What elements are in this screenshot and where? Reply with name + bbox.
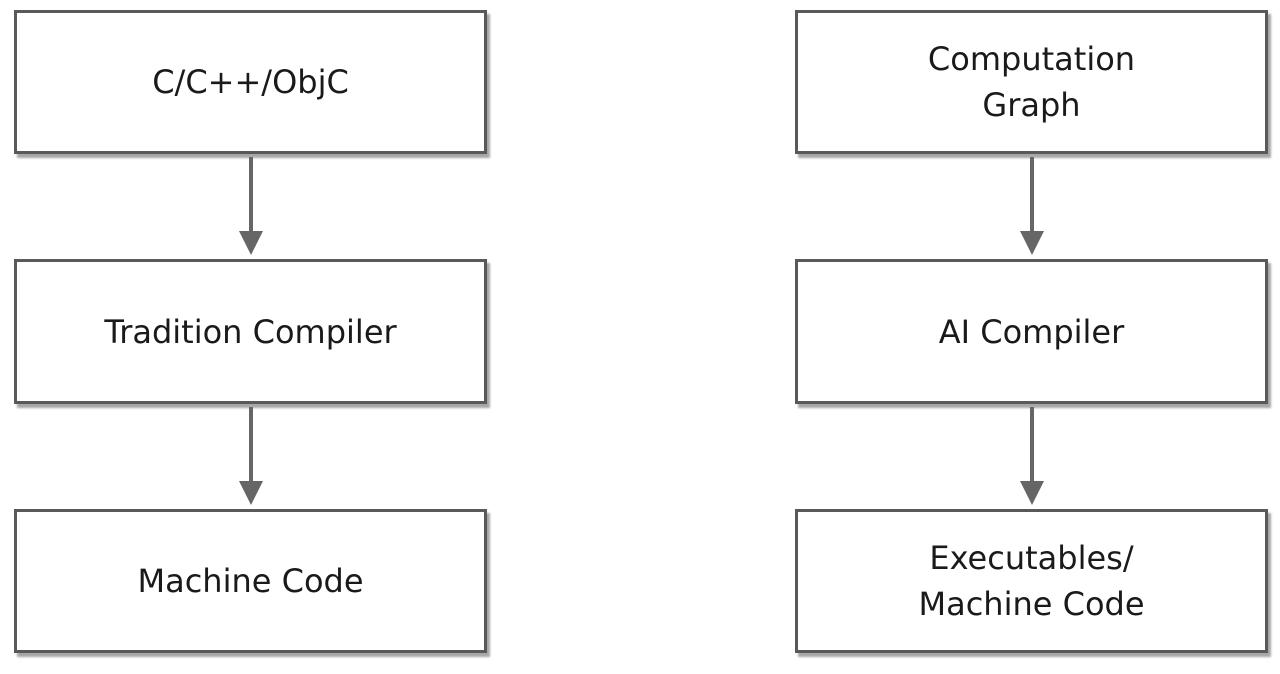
arrow-shaft [1030,157,1034,233]
arrow-compiler-to-executables [1017,407,1047,506]
arrow-down-icon [239,481,263,505]
arrow-shaft [249,407,253,483]
ai-compiler-box: AI Compiler [795,259,1268,404]
arrow-compiler-to-output [236,407,266,506]
computation-graph-box: Computation Graph [795,10,1268,154]
executables-box: Executables/ Machine Code [795,509,1268,653]
arrow-shaft [249,157,253,233]
arrow-source-to-compiler [236,157,266,256]
arrow-down-icon [239,231,263,255]
arrow-graph-to-compiler [1017,157,1047,256]
machine-code-box: Machine Code [14,509,487,653]
source-language-box: C/C++/ObjC [14,10,487,154]
traditional-compiler-box: Tradition Compiler [14,259,487,404]
arrow-down-icon [1020,481,1044,505]
arrow-shaft [1030,407,1034,483]
arrow-down-icon [1020,231,1044,255]
